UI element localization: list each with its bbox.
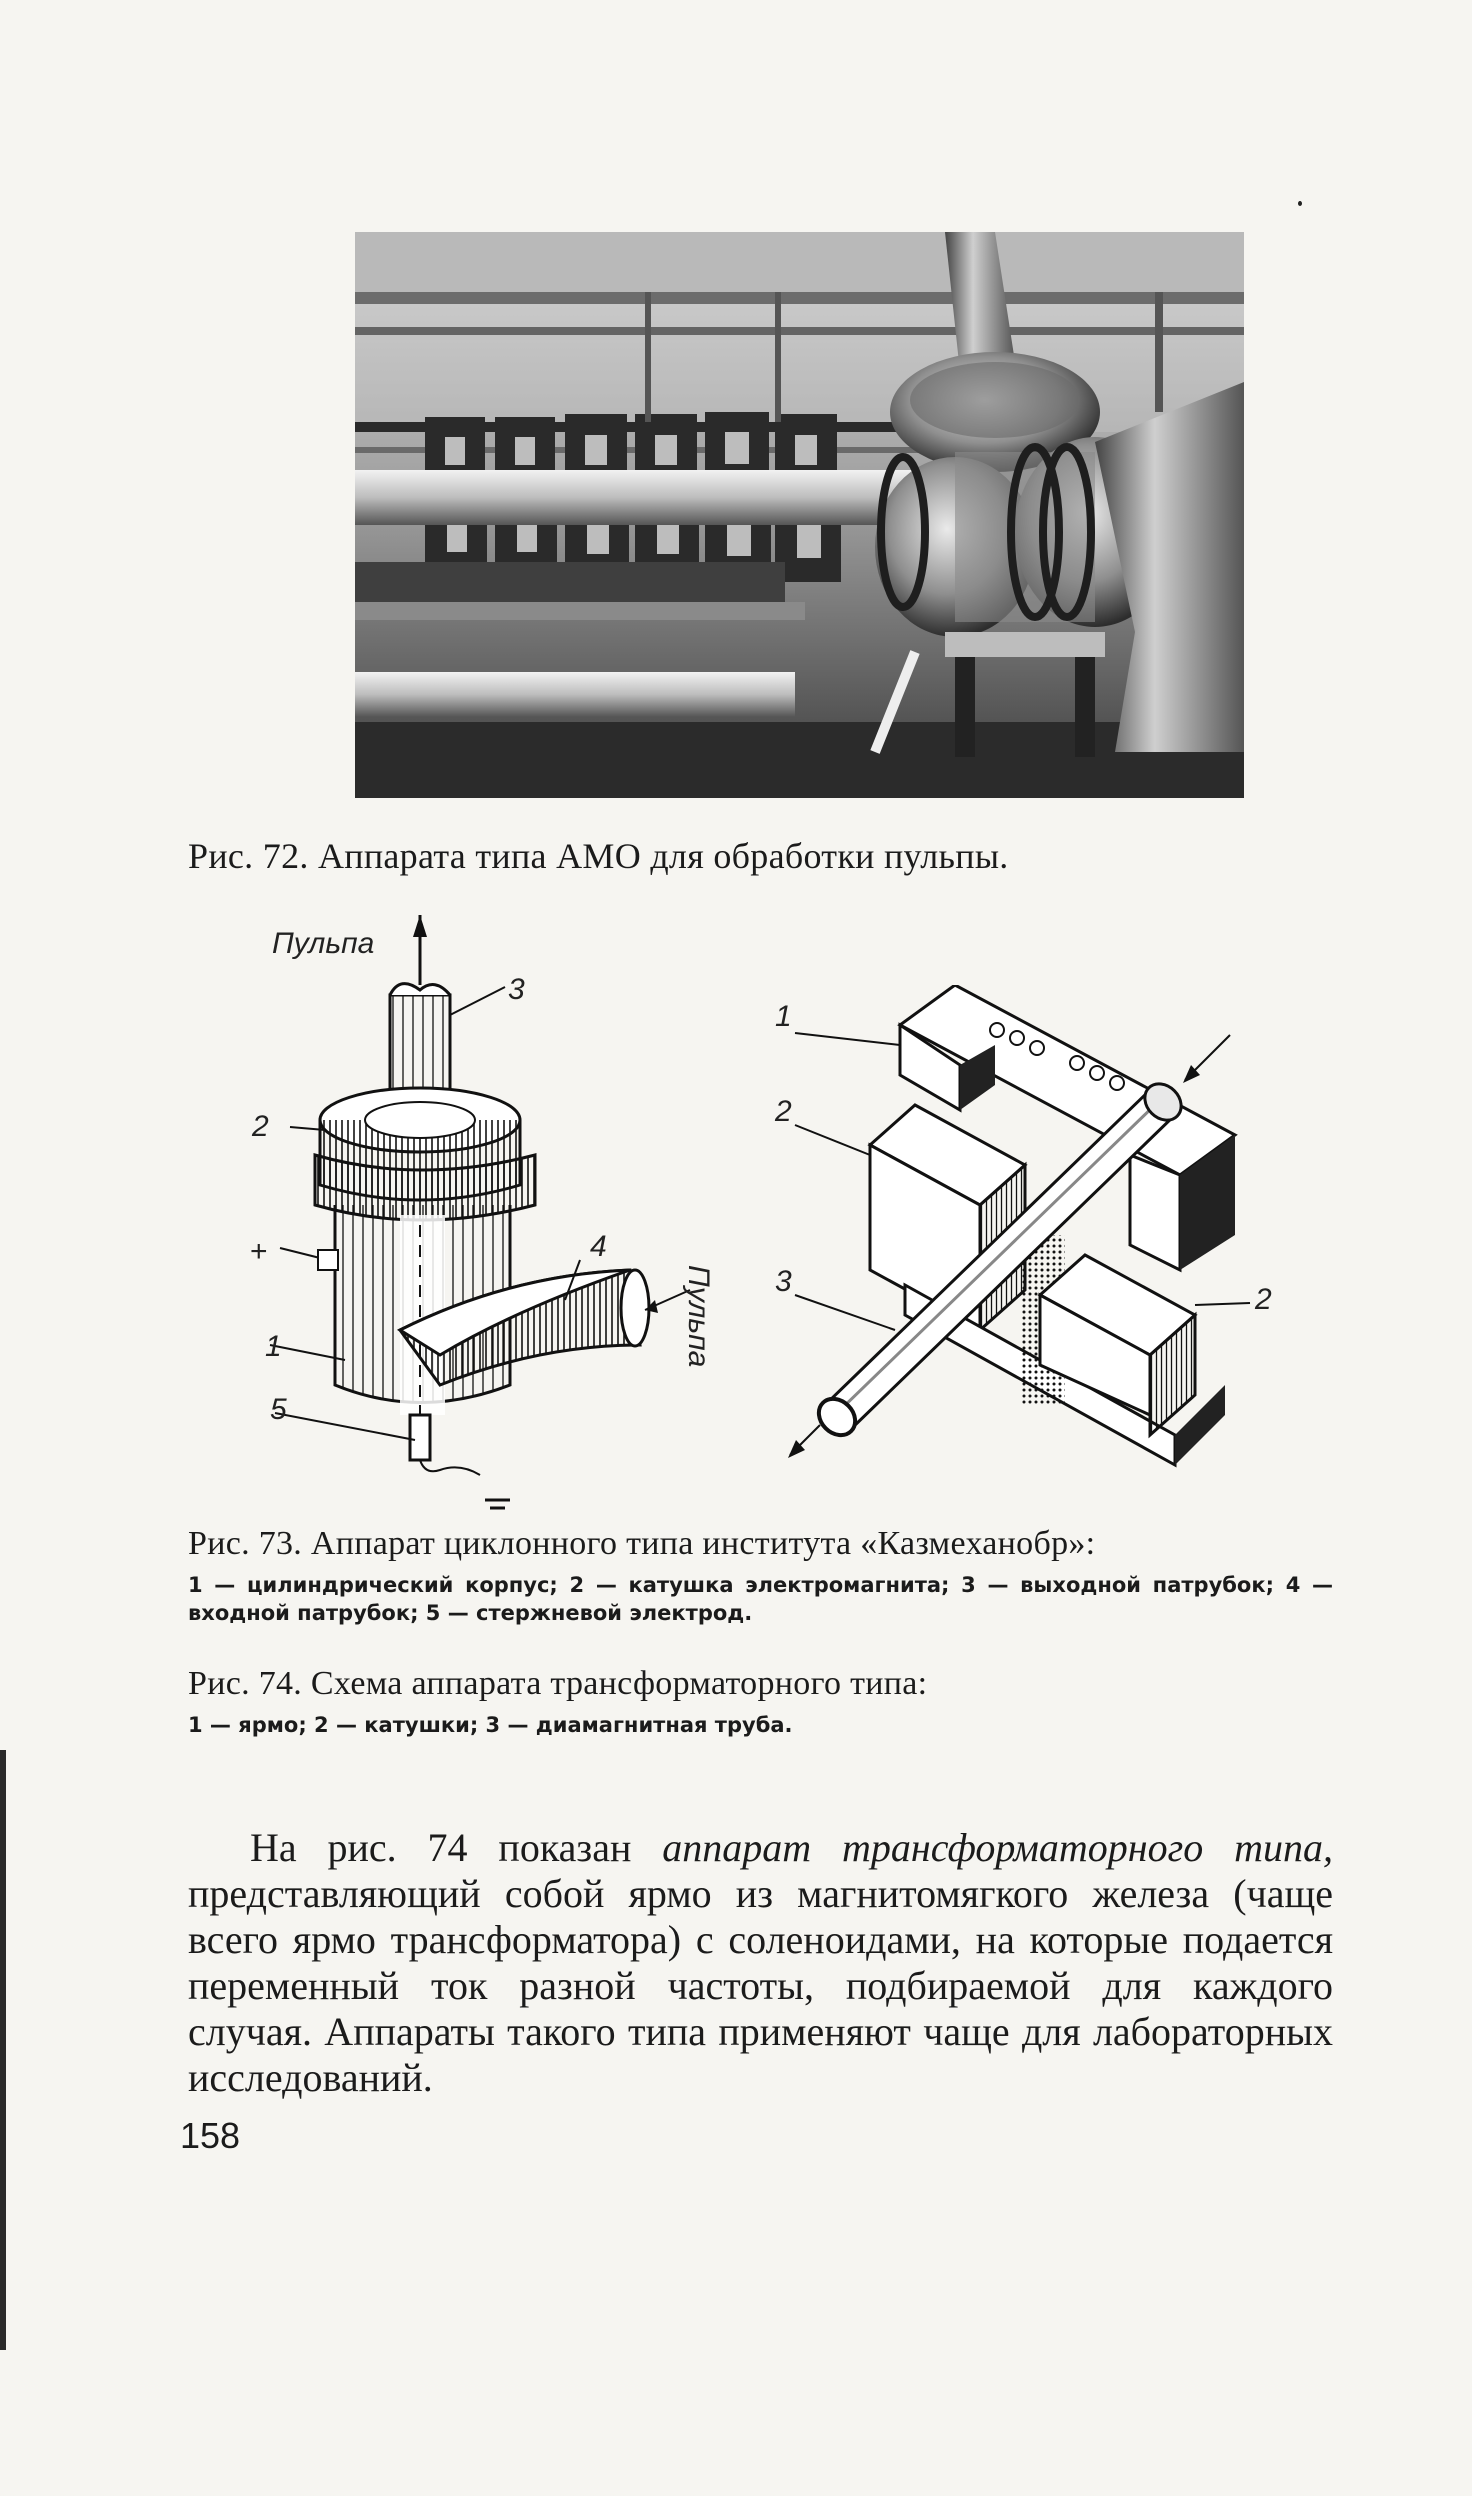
label-4-inlet-pipe: 4 <box>590 1230 607 1263</box>
figure-72-caption: Рис. 72. Аппарата типа АМО для обработки… <box>188 836 1009 876</box>
figure-73-drawing: Пульпа 3 2 + 4 1 5 Пульпа <box>250 915 720 1510</box>
label-3-pipe: 3 <box>775 1265 792 1298</box>
label-1-body: 1 <box>265 1330 282 1363</box>
label-2-left-coil: 2 <box>775 1095 792 1128</box>
body-text-start: На рис. 74 показан <box>250 1825 663 1870</box>
label-1-yoke: 1 <box>775 1000 792 1033</box>
cyclone-apparatus-illustration <box>269 915 691 1510</box>
figure-74-drawing: 1 2 2 3 <box>775 983 1335 1480</box>
label-5-electrode: 5 <box>270 1393 287 1426</box>
figure-73-caption: Рис. 73. Аппарат циклонного типа институ… <box>188 1525 1333 1627</box>
label-pulp-inlet: Пульпа <box>682 1265 715 1368</box>
figure-73-caption-title: Рис. 73. Аппарат циклонного типа институ… <box>188 1525 1096 1562</box>
figure-72-photo <box>355 232 1244 798</box>
body-text-rest: представляющий собой ярмо из магнитомягк… <box>188 1871 1333 2100</box>
body-text-italic-term: аппарат трансформаторного типа, <box>662 1825 1333 1870</box>
page-number: 158 <box>180 2115 241 2156</box>
label-2-coil: 2 <box>252 1110 269 1143</box>
figure-74-caption-legend: 1 — ярмо; 2 — катушки; 3 — диамагнитная … <box>188 1713 793 1737</box>
figure-73-caption-legend: 1 — цилиндрический корпус; 2 — катушка э… <box>188 1573 1333 1625</box>
label-plus-terminal: + <box>250 1235 268 1268</box>
scan-edge <box>0 1750 6 2350</box>
figure-74-caption-title: Рис. 74. Схема аппарата трансформаторног… <box>188 1665 928 1702</box>
figure-74-caption: Рис. 74. Схема аппарата трансформаторног… <box>188 1665 1333 1739</box>
label-pulp-outlet: Пульпа <box>272 927 375 960</box>
body-paragraph: На рис. 74 показан аппарат трансформатор… <box>188 1825 1333 2101</box>
label-3-outlet-pipe: 3 <box>508 973 525 1006</box>
scan-speck <box>1298 201 1302 206</box>
transformer-apparatus-illustration <box>788 983 1251 1468</box>
label-2-right-coil: 2 <box>1255 1283 1272 1316</box>
